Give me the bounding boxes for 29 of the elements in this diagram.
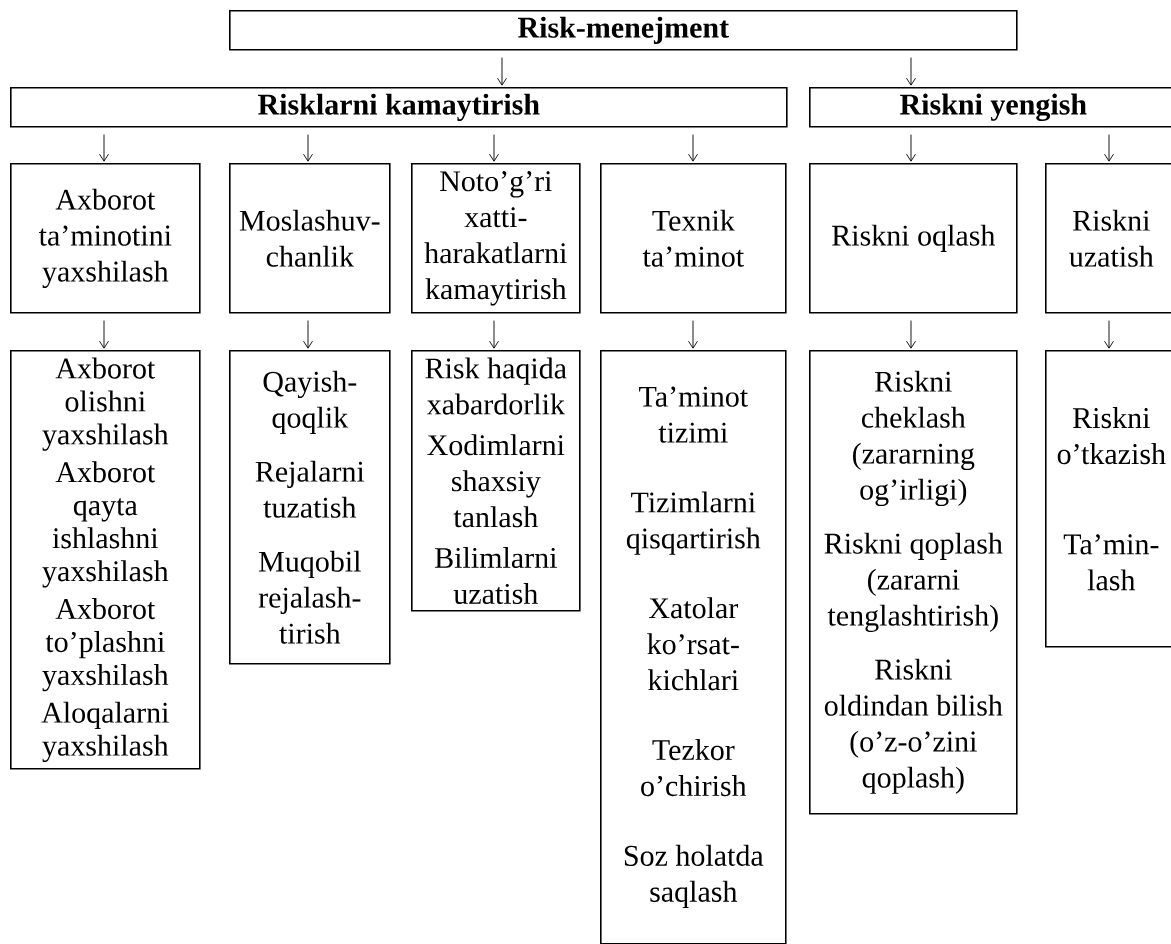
arrow xyxy=(906,134,916,162)
category-box: Riskni oqlash xyxy=(809,163,1018,314)
list-box: Riskni cheklash (zararning og’irligi) Riskni qoplash (zararni tenglashtirish) Riskni oldindan bilish (o’z-o’zini qoplash) xyxy=(809,350,1018,815)
arrow xyxy=(906,320,916,349)
arrow xyxy=(489,320,499,349)
list-box: Riskni o’tkazish Ta’min- lash xyxy=(1045,350,1171,648)
arrow xyxy=(497,57,507,86)
heading-box: Risklarni kamaytirish xyxy=(10,87,788,128)
arrow xyxy=(303,134,313,162)
category-box: Noto’g’ri xatti- harakatlarni kamaytirish xyxy=(411,163,581,314)
arrow xyxy=(303,320,313,349)
arrow xyxy=(1104,320,1114,349)
arrow xyxy=(489,134,499,162)
list-box: Risk haqida xabardorlik Xodimlarni shaxsiy tanlash Bilimlarni uzatish xyxy=(411,350,581,612)
arrow xyxy=(906,57,916,86)
heading-box: Risk-menejment xyxy=(229,10,1018,51)
arrow xyxy=(688,320,698,349)
list-box: Axborot olishni yaxshilash Axborot qayta ishlashni yaxshilash Axborot to’plashni yaxshilash Aloqalarni yaxshilash xyxy=(10,350,201,770)
arrow xyxy=(99,320,109,349)
list-box: Ta’minot tizimi Tizimlarni qisqartirish Xatolar ko’rsat- kichlari Tezkor o’chirish Soz holatda saqlash xyxy=(600,350,787,944)
category-box: Axborot ta’minotini yaxshilash xyxy=(10,163,201,314)
arrow xyxy=(99,134,109,162)
arrow xyxy=(1104,134,1114,162)
category-box: Texnik ta’minot xyxy=(600,163,787,314)
category-box: Riskni uzatish xyxy=(1045,163,1171,314)
list-box: Qayish- qoqlik Rejalarni tuzatish Muqobil rejalash- tirish xyxy=(229,350,391,665)
arrow xyxy=(688,134,698,162)
category-box: Moslashuv- chanlik xyxy=(229,163,391,314)
heading-box: Riskni yengish xyxy=(809,87,1171,128)
